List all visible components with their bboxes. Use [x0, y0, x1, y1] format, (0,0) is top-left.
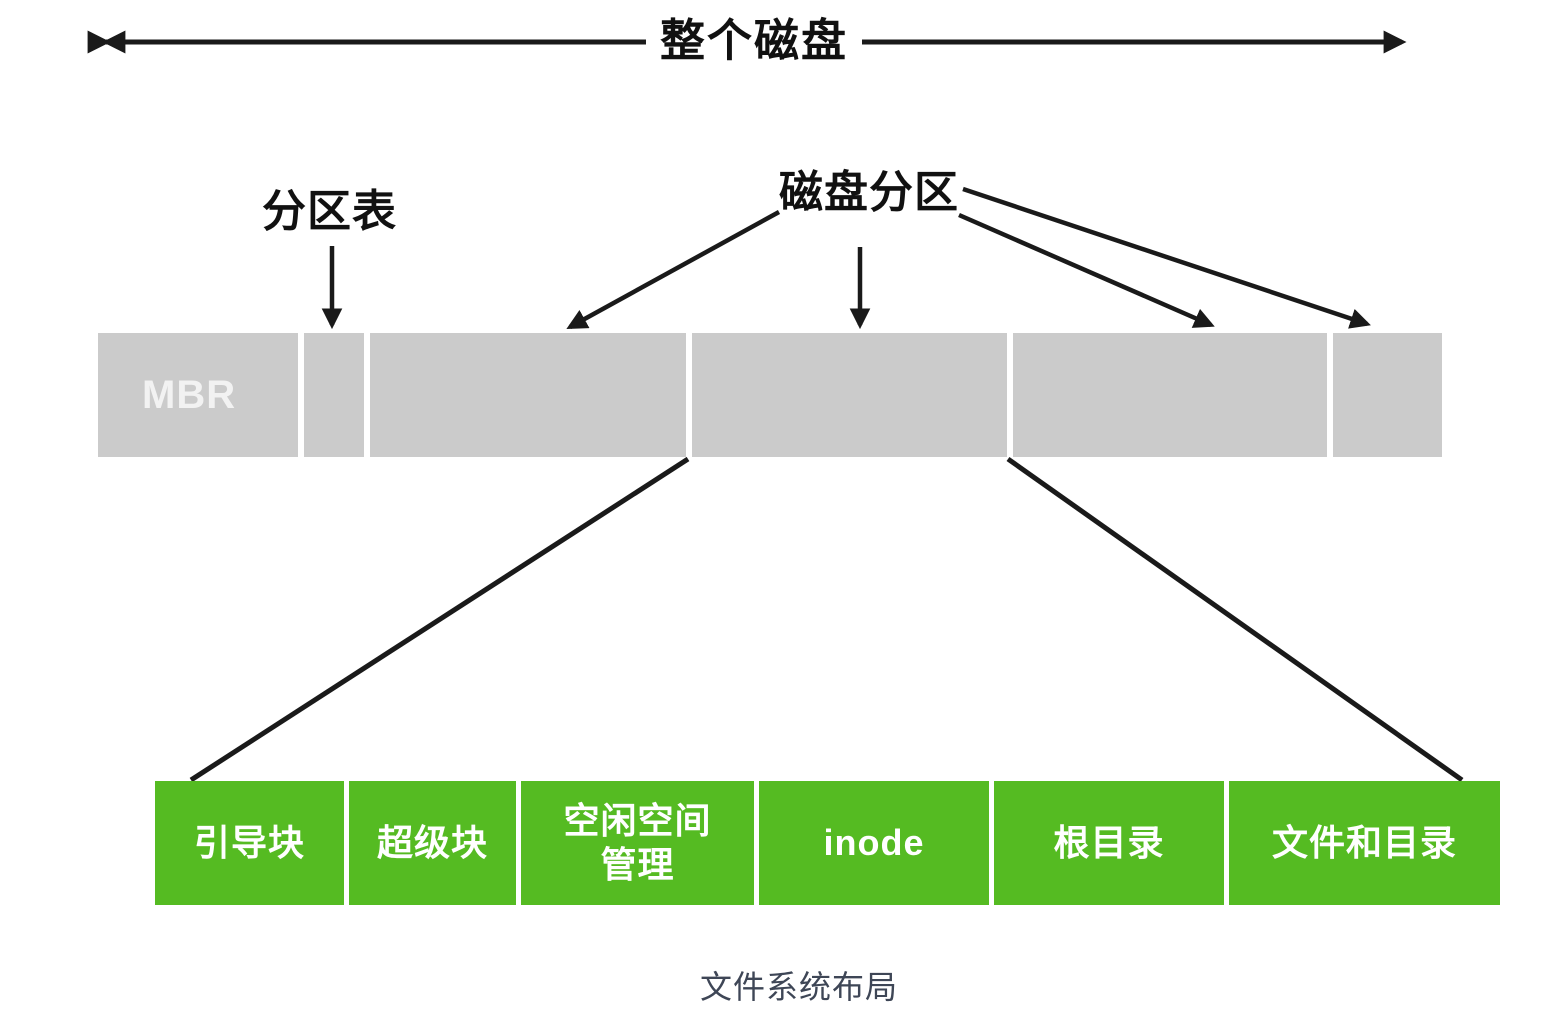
- whole-disk-label: 整个磁盘: [645, 16, 863, 66]
- diagram-caption: 文件系统布局: [700, 969, 899, 1005]
- fs-segment-inode: inode: [759, 781, 989, 905]
- fs-segment-label: 空闲空间 管理: [563, 800, 712, 885]
- disk-partition-arrow-far-right: [962, 186, 1371, 329]
- fs-segment-label: 根目录: [1053, 822, 1165, 864]
- disk-segment-partition-1: [370, 333, 686, 457]
- expand-line-left: [189, 456, 690, 783]
- fs-segment-label: inode: [823, 822, 925, 864]
- disk-segment-partition-table: [304, 333, 364, 457]
- disk-segment-partition-3: [1013, 333, 1327, 457]
- disk-partition-label: 磁盘分区: [779, 168, 959, 217]
- disk-segment-mbr: MBR: [98, 333, 298, 457]
- expand-line-right: [1006, 456, 1464, 783]
- fs-segment-free-space-mgmt: 空闲空间 管理: [521, 781, 754, 905]
- fs-segment-files-and-dirs: 文件和目录: [1229, 781, 1500, 905]
- fs-segment-boot-block: 引导块: [155, 781, 344, 905]
- fs-segment-label: 超级块: [376, 822, 488, 864]
- mbr-label: MBR: [142, 372, 237, 417]
- disk-segment-partition-4: [1333, 333, 1442, 457]
- fs-segment-super-block: 超级块: [349, 781, 516, 905]
- partition-table-label: 分区表: [262, 187, 397, 236]
- fs-segment-label: 引导块: [193, 822, 305, 864]
- disk-partition-arrow-left: [566, 210, 781, 329]
- fs-segment-root-dir: 根目录: [994, 781, 1224, 905]
- disk-partition-arrow-right: [958, 212, 1215, 328]
- disk-segment-partition-2: [692, 333, 1007, 457]
- fs-segment-label: 文件和目录: [1271, 822, 1457, 864]
